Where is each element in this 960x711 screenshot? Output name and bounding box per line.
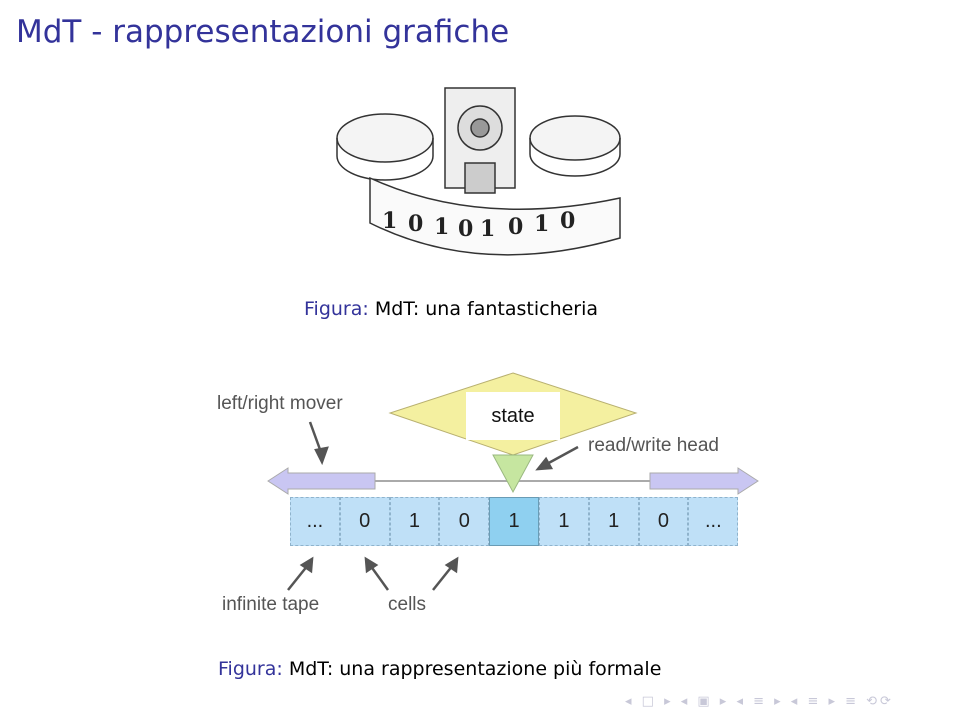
figure-caption-1: Figura: MdT: una fantasticheria xyxy=(304,298,598,320)
mover-label: left/right mover xyxy=(217,393,343,414)
right-mover-arrow xyxy=(649,467,759,495)
tape-cell: 1 xyxy=(539,497,589,546)
cell-pointer-arrow xyxy=(368,564,390,591)
tape-digit: 0 xyxy=(408,211,423,237)
tape-digit: 1 xyxy=(382,208,397,234)
head-pointer-arrow xyxy=(544,445,579,467)
tape-cell: 1 xyxy=(588,497,639,546)
tape-digit: 0 xyxy=(508,214,523,240)
figure-caption-2: Figura: MdT: una rappresentazione più fo… xyxy=(218,658,661,680)
state-box: state xyxy=(466,392,560,440)
tape-digit: 1 xyxy=(534,211,549,237)
turing-machine-illustration: 1 0 1 0 1 0 1 0 xyxy=(336,87,621,256)
tape-digit: 1 xyxy=(480,216,495,242)
head-label: read/write head xyxy=(588,435,719,456)
tape-digit: 1 xyxy=(434,214,449,240)
caption-text: MdT: una rappresentazione più formale xyxy=(288,658,662,680)
cells-label: cells xyxy=(388,594,427,615)
tape-pointer-arrow xyxy=(287,564,309,591)
caption-text: MdT: una fantasticheria xyxy=(374,298,599,320)
tape-cell: 0 xyxy=(339,497,390,546)
tape-cell: 1 xyxy=(389,497,440,546)
tape-cell-active: 1 xyxy=(489,497,539,546)
caption-label: Figura: xyxy=(304,298,369,320)
slide-title: MdT - rappresentazioni grafiche xyxy=(16,14,510,50)
tape-digit: 0 xyxy=(560,208,575,234)
read-write-head xyxy=(492,454,534,494)
left-mover-arrow xyxy=(267,467,376,495)
caption-label: Figura: xyxy=(218,658,283,680)
tape-cell: ... xyxy=(688,497,739,546)
cell-pointer-arrow xyxy=(432,564,454,591)
tape-label: infinite tape xyxy=(222,594,320,615)
tape-digit: 0 xyxy=(458,216,473,242)
tape-cell: ... xyxy=(290,497,340,546)
tape-cell: 0 xyxy=(439,497,490,546)
tape-cell: 0 xyxy=(638,497,689,546)
beamer-navigation-symbols[interactable]: ◂ □ ▸ ◂ ▣ ▸ ◂ ≡ ▸ ◂ ≡ ▸ ≡ ⟲⟳ xyxy=(625,694,894,709)
